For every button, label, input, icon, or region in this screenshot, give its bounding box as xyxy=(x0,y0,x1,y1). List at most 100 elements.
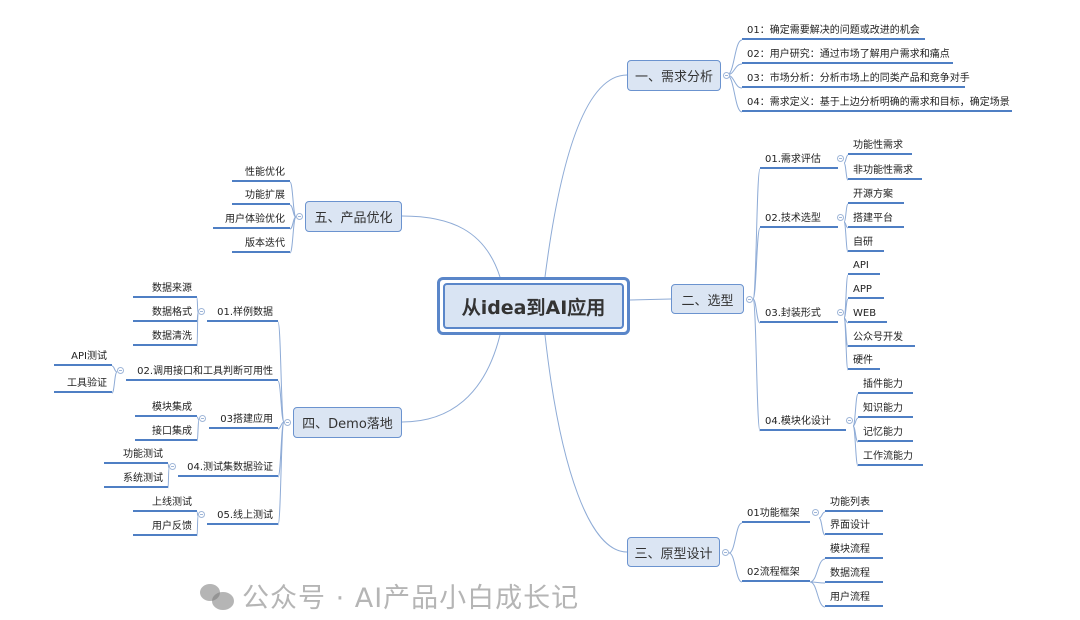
leaf-node[interactable]: 02：用户研究：通过市场了解用户需求和痛点 xyxy=(742,48,953,64)
collapse-icon[interactable] xyxy=(169,463,176,470)
leaf-node[interactable]: 上线测试 xyxy=(133,496,197,512)
sub-node[interactable]: 03.封装形式 xyxy=(760,307,838,323)
branch-prototype-design[interactable]: 三、原型设计 xyxy=(627,537,720,567)
watermark-text: 公众号 · AI产品小白成长记 xyxy=(242,583,580,614)
collapse-icon[interactable] xyxy=(284,419,291,426)
leaf-node[interactable]: 用户体验优化 xyxy=(213,213,290,229)
connector-line xyxy=(818,517,826,536)
connector-line xyxy=(196,312,199,347)
root-node[interactable]: 从idea到AI应用 xyxy=(437,277,630,335)
leaf-node[interactable]: 03：市场分析：分析市场上的同类产品和竞争对手 xyxy=(742,72,970,88)
leaf-node[interactable]: 功能列表 xyxy=(825,496,883,512)
leaf-node[interactable]: 公众号开发 xyxy=(848,331,915,347)
leaf-node[interactable]: 04：需求定义：基于上边分析明确的需求和目标，确定场景 xyxy=(742,96,1012,112)
leaf-node[interactable]: 知识能力 xyxy=(858,402,913,418)
collapse-icon[interactable] xyxy=(837,309,844,316)
connector-line xyxy=(818,511,826,519)
connector-line xyxy=(629,298,672,301)
connector-line xyxy=(843,203,849,223)
branch-product-optimization[interactable]: 五、产品优化 xyxy=(305,201,402,232)
connector-line xyxy=(852,393,859,427)
collapse-icon[interactable] xyxy=(198,511,205,518)
collapse-icon[interactable] xyxy=(198,308,205,315)
connector-line xyxy=(196,515,199,537)
leaf-node[interactable]: 用户流程 xyxy=(825,591,883,607)
sub-node[interactable]: 02.技术选型 xyxy=(760,212,838,228)
leaf-node[interactable]: 数据流程 xyxy=(825,567,883,583)
connector-line xyxy=(728,552,743,583)
collapse-icon[interactable] xyxy=(746,296,753,303)
connector-line xyxy=(843,162,849,181)
leaf-node[interactable]: 数据来源 xyxy=(133,282,197,298)
leaf-node[interactable]: 模块流程 xyxy=(825,543,883,559)
leaf-node[interactable]: 版本迭代 xyxy=(232,237,290,253)
branch-selection[interactable]: 二、选型 xyxy=(671,284,744,314)
connector-line xyxy=(196,419,200,442)
leaf-node[interactable]: 接口集成 xyxy=(135,425,197,441)
leaf-node[interactable]: 搭建平台 xyxy=(848,212,904,228)
collapse-icon[interactable] xyxy=(846,417,853,424)
leaf-node[interactable]: 01：确定需要解决的问题或改进的机会 xyxy=(742,24,925,40)
leaf-node[interactable]: 记忆能力 xyxy=(858,426,913,442)
leaf-node[interactable]: 自研 xyxy=(848,236,884,252)
connector-line xyxy=(401,215,501,278)
branch-demo-landing[interactable]: 四、Demo落地 xyxy=(293,407,402,438)
connector-line xyxy=(289,204,297,218)
collapse-icon[interactable] xyxy=(812,509,819,516)
leaf-node[interactable]: 硬件 xyxy=(848,354,880,370)
branch-requirements-analysis[interactable]: 一、需求分析 xyxy=(627,60,721,91)
leaf-node[interactable]: API测试 xyxy=(54,350,112,366)
connector-line xyxy=(401,334,501,423)
leaf-node[interactable]: 功能扩展 xyxy=(232,189,290,205)
connector-line xyxy=(167,467,170,489)
collapse-icon[interactable] xyxy=(837,214,844,221)
leaf-node[interactable]: 模块集成 xyxy=(135,401,197,417)
leaf-node[interactable]: 工具验证 xyxy=(54,377,112,393)
connector-line xyxy=(277,421,285,430)
collapse-icon[interactable] xyxy=(199,415,206,422)
leaf-node[interactable]: 插件能力 xyxy=(858,378,913,394)
sub-node[interactable]: 03搭建应用 xyxy=(209,413,278,429)
sub-node[interactable]: 02.调用接口和工具判断可用性 xyxy=(126,365,278,381)
collapse-icon[interactable] xyxy=(296,213,303,220)
leaf-node[interactable]: 数据清洗 xyxy=(133,330,197,346)
connector-line xyxy=(289,181,297,218)
sub-node[interactable]: 04.模块化设计 xyxy=(760,415,846,431)
connector-line xyxy=(752,227,761,300)
leaf-node[interactable]: 功能测试 xyxy=(104,448,168,464)
connector-line xyxy=(728,522,743,554)
leaf-node[interactable]: 用户反馈 xyxy=(133,520,197,536)
connector-line xyxy=(843,154,849,164)
collapse-icon[interactable] xyxy=(837,155,844,162)
leaf-node[interactable]: WEB xyxy=(848,307,887,323)
connector-line xyxy=(544,334,628,553)
leaf-node[interactable]: 开源方案 xyxy=(848,188,904,204)
collapse-icon[interactable] xyxy=(722,549,729,556)
sub-node[interactable]: 05.线上测试 xyxy=(207,509,278,525)
sub-node[interactable]: 04.测试集数据验证 xyxy=(178,461,278,477)
leaf-node[interactable]: 功能性需求 xyxy=(848,139,912,155)
leaf-node[interactable]: 性能优化 xyxy=(232,166,290,182)
leaf-node[interactable]: 系统测试 xyxy=(104,472,168,488)
sub-node[interactable]: 01.样例数据 xyxy=(207,306,278,322)
leaf-node[interactable]: 非功能性需求 xyxy=(848,164,922,180)
watermark: 公众号 · AI产品小白成长记 xyxy=(200,576,579,615)
connector-line xyxy=(852,425,859,467)
connector-line xyxy=(544,74,628,278)
connector-line xyxy=(809,558,826,583)
sub-node[interactable]: 01功能框架 xyxy=(742,507,810,523)
leaf-node[interactable]: API xyxy=(848,259,880,275)
connector-line xyxy=(752,298,761,324)
sub-node[interactable]: 01.需求评估 xyxy=(760,153,838,169)
collapse-icon[interactable] xyxy=(723,72,730,79)
root-label: 从idea到AI应用 xyxy=(443,283,624,329)
connector-line xyxy=(843,317,849,371)
leaf-node[interactable]: 数据格式 xyxy=(133,306,197,322)
leaf-node[interactable]: APP xyxy=(848,283,884,299)
sub-node[interactable]: 02流程框架 xyxy=(742,566,810,582)
connector-line xyxy=(843,298,849,319)
leaf-node[interactable]: 界面设计 xyxy=(825,519,883,535)
leaf-node[interactable]: 工作流能力 xyxy=(858,450,923,466)
collapse-icon[interactable] xyxy=(117,367,124,374)
connector-line xyxy=(289,216,297,254)
